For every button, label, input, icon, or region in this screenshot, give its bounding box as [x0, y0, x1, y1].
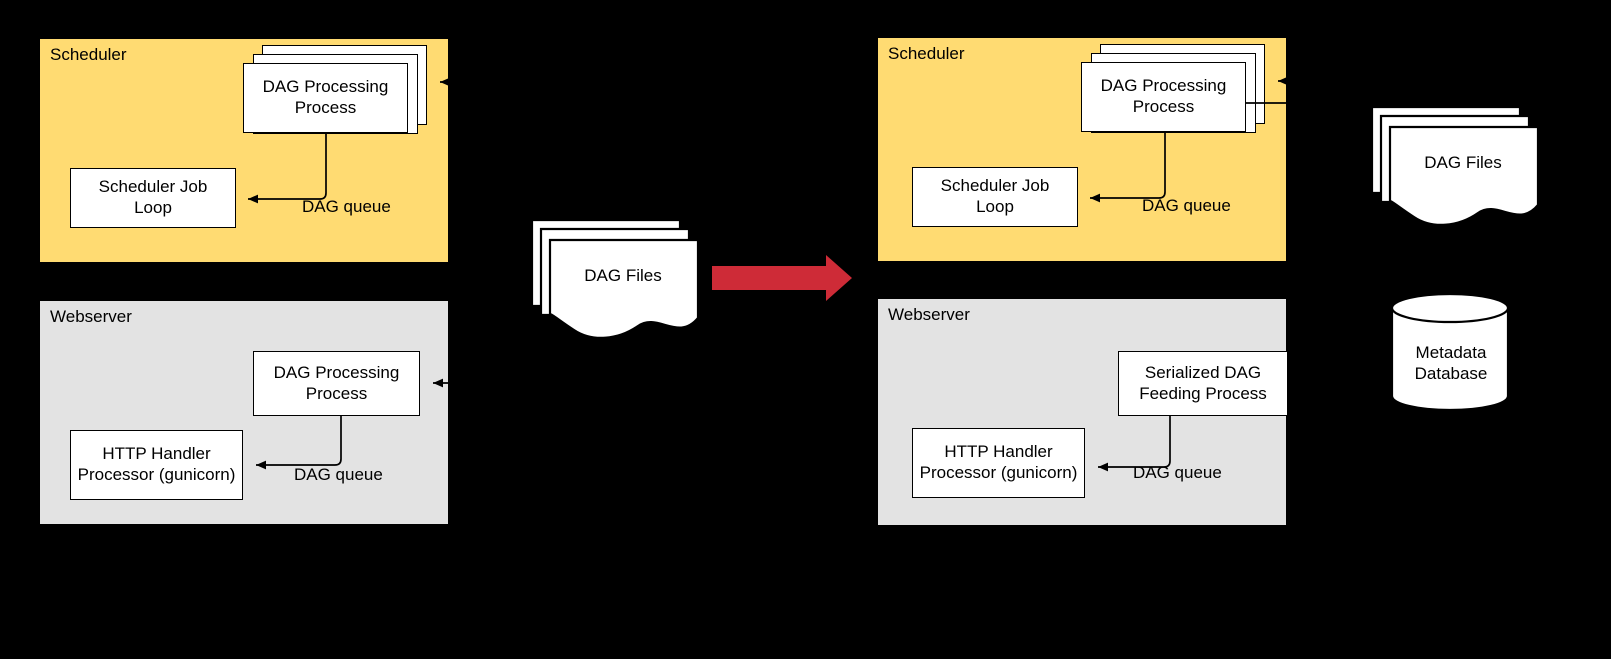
before-webserver-title: Webserver [50, 307, 132, 326]
after-scheduler-dag-process-line2: Process [1132, 97, 1195, 116]
metadata-database-line1: Metadata [1415, 343, 1487, 362]
after-webserver-http-handler[interactable]: HTTP Handler Processor (gunicorn) [912, 428, 1085, 498]
before-scheduler-job-loop[interactable]: Scheduler Job Loop [70, 168, 236, 228]
after-webserver-title: Webserver [888, 305, 970, 324]
after-webserver-serialized-feeder-line2: Feeding Process [1139, 383, 1267, 403]
before-scheduler-job-loop-line1: Scheduler Job [98, 177, 208, 197]
store-dag-files-icon: DAG Files [1370, 105, 1540, 226]
after-scheduler-title: Scheduler [888, 44, 965, 63]
after-webserver-serialized-feeder[interactable]: Serialized DAG Feeding Process [1118, 351, 1288, 416]
before-webserver-http-handler-line1: HTTP Handler [102, 444, 211, 464]
before-scheduler-queue-label: DAG queue [302, 197, 391, 216]
before-webserver-dag-process[interactable]: DAG Processing Process [253, 351, 420, 416]
after-webserver-http-handler-line2: Processor (gunicorn) [919, 463, 1078, 482]
before-scheduler-dag-process-line1: DAG Processing [262, 77, 389, 97]
after-scheduler-queue-label: DAG queue [1142, 196, 1231, 215]
after-webserver-http-handler-line1: HTTP Handler [944, 442, 1053, 462]
before-webserver-queue-label: DAG queue [294, 465, 383, 484]
after-scheduler-job-loop-line2: Loop [976, 197, 1014, 216]
center-dag-files-icon: DAG Files [530, 218, 700, 339]
before-scheduler-title: Scheduler [50, 45, 127, 64]
before-webserver-dag-process-line2: Process [305, 383, 368, 403]
before-webserver-dag-process-line1: DAG Processing [273, 362, 400, 382]
metadata-database-line2: Database [1414, 364, 1488, 384]
center-dag-files-label: DAG Files [584, 266, 662, 285]
after-webserver-queue-label: DAG queue [1133, 463, 1222, 482]
transition-right-arrow-icon [712, 255, 852, 301]
store-dag-files-label: DAG Files [1424, 153, 1502, 172]
metadata-database-label: Metadata Database [1390, 342, 1512, 385]
after-scheduler-job-loop[interactable]: Scheduler Job Loop [912, 167, 1078, 227]
after-scheduler-job-loop-line1: Scheduler Job [940, 176, 1050, 196]
after-webserver-serialized-feeder-line1: Serialized DAG [1144, 362, 1262, 382]
before-scheduler-dag-process-line2: Process [294, 98, 357, 117]
after-scheduler-dag-process-line1: DAG Processing [1100, 76, 1227, 96]
after-scheduler-dag-process[interactable]: DAG Processing Process [1081, 62, 1246, 132]
before-scheduler-dag-process[interactable]: DAG Processing Process [243, 63, 408, 133]
metadata-database-icon: Metadata Database [1390, 292, 1512, 412]
before-webserver-http-handler-line2: Processor (gunicorn) [77, 465, 236, 484]
before-scheduler-job-loop-line2: Loop [134, 198, 172, 217]
before-webserver-http-handler[interactable]: HTTP Handler Processor (gunicorn) [70, 430, 243, 500]
